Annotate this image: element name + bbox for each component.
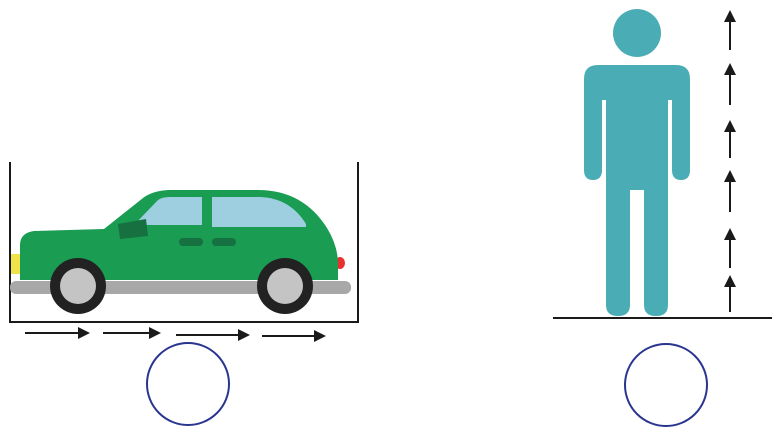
person-body: [584, 65, 690, 316]
person-icon: [584, 9, 690, 316]
motion-arrows-right: [25, 333, 320, 336]
door-handle: [212, 238, 236, 246]
empty-circle: [625, 344, 707, 426]
window-pillar: [202, 195, 212, 230]
door-handle: [179, 238, 203, 246]
front-wheel-icon: [50, 258, 106, 314]
car-icon: [10, 190, 351, 314]
empty-circle: [147, 343, 229, 425]
car-panel: [10, 162, 358, 425]
person-head: [613, 9, 661, 57]
person-panel: [553, 9, 772, 426]
rear-wheel-icon: [257, 258, 313, 314]
headlight-icon: [11, 254, 20, 274]
